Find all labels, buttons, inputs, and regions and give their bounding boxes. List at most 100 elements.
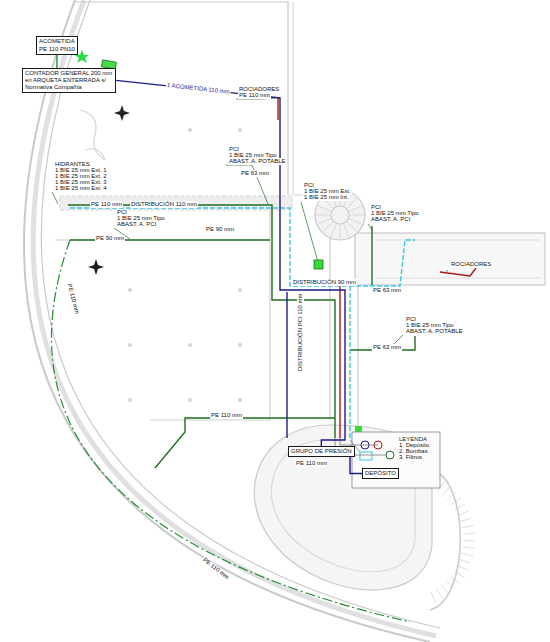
pipe-label: DISTRIBUCIÓN 90 mm: [292, 279, 357, 286]
pipe-label: 1 BIE 25 mm Ext. 4: [54, 185, 108, 192]
stair-hatch: [458, 511, 469, 516]
box-text: CONTADOR GENERAL 200 mm en ARQUETA ENTER…: [25, 70, 113, 91]
stair-hatch: [450, 576, 459, 583]
building-outline: [33, 0, 436, 636]
column-grid: [188, 128, 192, 132]
pipe-connector: [56, 55, 57, 68]
column-grid: [188, 343, 192, 347]
building-outline: [85, 149, 105, 160]
pipe-label: ABAST. A. PCI: [116, 221, 157, 228]
pipe-label: DISTRIBUCIÓN 110 mm: [130, 201, 198, 208]
column-grid: [188, 398, 192, 402]
edge-label: 1 ACOMETIDA 110 mm: [165, 82, 230, 96]
callout-box: ACOMETIDAPE 110 PN10: [36, 36, 78, 55]
building-outline: [55, 240, 270, 420]
column-grid: [128, 288, 132, 292]
stair-hatch: [442, 486, 450, 495]
building-outline: [292, 2, 293, 195]
stair-hatch: [454, 571, 464, 577]
valve-symbols: [75, 50, 410, 470]
pipe-label: PE 110 mm: [238, 92, 271, 99]
stair-hatch: [447, 492, 456, 500]
pipe-network: [350, 336, 415, 350]
pipe-network: [339, 286, 340, 438]
stair-hatch: [426, 475, 475, 603]
stair-hatch: [463, 540, 475, 541]
pipe-network: [349, 286, 350, 440]
pipe-network: [68, 205, 335, 438]
stair-hatch: [446, 581, 455, 589]
callout-box: GRUPO DE PRESIÓN: [288, 446, 355, 457]
pipe-label: PE 63 mm: [372, 344, 402, 351]
column-grid: [128, 343, 132, 347]
box-text: DEPÓSITO: [365, 470, 396, 477]
spiral-stair-hatch: [346, 221, 357, 232]
stair-hatch: [463, 547, 475, 548]
pump-room-equipment: [335, 432, 440, 488]
leader-lines: [52, 98, 448, 348]
stair-hatch: [451, 498, 461, 505]
box-text: GRUPO DE PRESIÓN: [291, 448, 352, 455]
pipe-label: DISTRIBUCIÓN PCI 110 mm: [297, 292, 304, 372]
stair-hatch: [461, 553, 473, 556]
building-outline: [269, 210, 270, 240]
spiral-stair-hatch: [317, 218, 332, 224]
pipe-label: 1 BIE 25 mm Int.: [303, 194, 350, 201]
pipe-connector: [116, 80, 345, 446]
pipe-network: [440, 268, 476, 276]
building-outline: [24, 0, 545, 642]
pipe-label: PE 110 mm: [90, 201, 123, 208]
stair-hatch: [463, 533, 475, 534]
pipe-label: PE 90 mm: [205, 226, 235, 233]
pump-room-equipment: [386, 451, 394, 459]
stair-hatch: [457, 565, 468, 570]
pipe-network: [286, 292, 287, 438]
box-text: ACOMETIDA: [39, 38, 75, 45]
pipe-label: ABAST. A. POTABLE: [228, 158, 287, 165]
stair-hatch: [431, 592, 436, 603]
building-outline: [80, 110, 105, 160]
pipe-label: PE 63 mm: [372, 287, 402, 294]
valve-symbols: [314, 260, 323, 269]
building-outline: [430, 470, 460, 610]
spiral-stair-hatch: [349, 215, 365, 216]
stair-hatch: [460, 518, 471, 522]
column-grid: [238, 288, 242, 292]
facade-pipe: [51, 240, 410, 622]
building-outline: [375, 240, 540, 278]
spiral-stair-hatch: [343, 223, 349, 238]
pump-room-equipment: [352, 432, 440, 488]
pipe-label: PE 90 mm: [95, 235, 125, 242]
building-outline: [254, 425, 432, 590]
spiral-stair-hatch: [348, 218, 363, 224]
spiral-stair-hatch: [330, 223, 336, 238]
pipe-network: [155, 418, 335, 468]
leader-lines: [368, 224, 372, 230]
spiral-stair-hatch: [322, 221, 333, 232]
pipe-network: [277, 98, 278, 120]
building-outline: [355, 233, 545, 285]
column-grid: [238, 343, 242, 347]
leader-lines: [52, 192, 58, 204]
callout-box: DEPÓSITO: [362, 468, 399, 479]
column-grid: [128, 398, 132, 402]
pump-room-equipment: [360, 452, 372, 460]
leader-lines: [446, 270, 448, 272]
pipe-label: PE 110 mm: [65, 282, 80, 316]
pipe-network: [371, 226, 372, 285]
column-grid: [128, 128, 242, 402]
building-outline: [331, 206, 349, 224]
spiral-stair-hatch: [317, 205, 332, 211]
pipe-label: ABAST. A. PCI: [370, 216, 411, 223]
stair-hatch: [436, 589, 442, 599]
pipe-label: PE 63 mm: [240, 170, 270, 177]
spiral-stair-hatch: [315, 215, 331, 216]
building-outline: [41, 0, 440, 628]
stair-hatch: [460, 559, 471, 563]
column-grid: [238, 398, 242, 402]
spiral-stair-hatch: [340, 224, 341, 240]
building-outline: [329, 285, 330, 420]
callout-box: CONTADOR GENERAL 200 mm en ARQUETA ENTER…: [22, 68, 116, 93]
